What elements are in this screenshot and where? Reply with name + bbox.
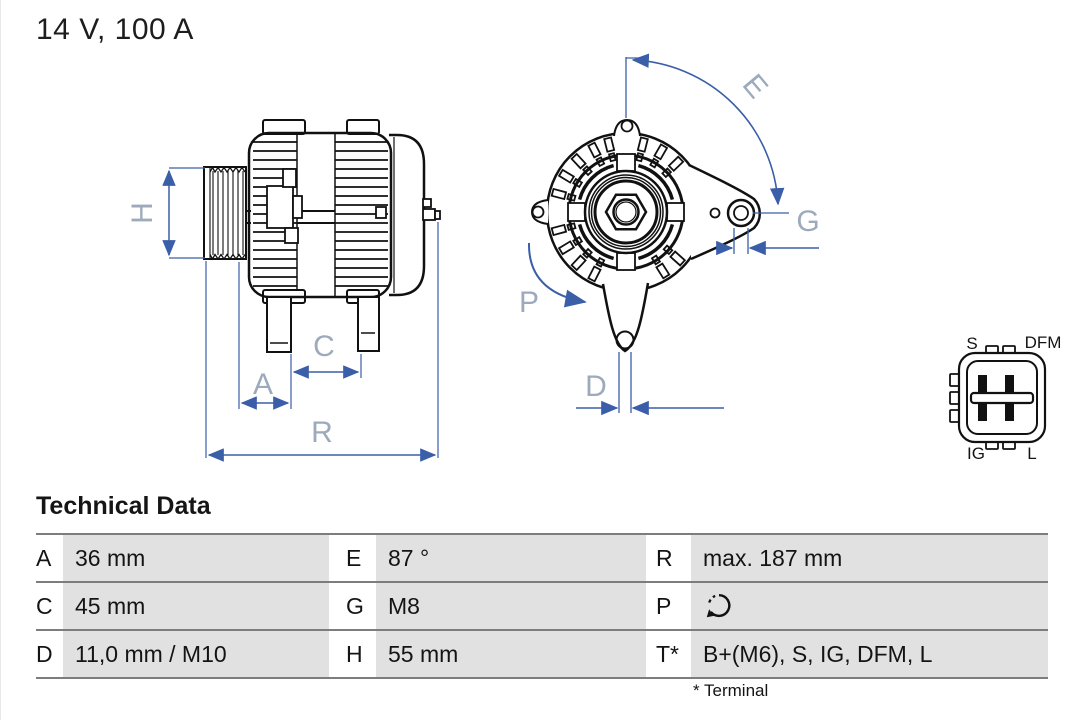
dim-label-G: G bbox=[796, 205, 819, 238]
cooling-fins-rear bbox=[335, 141, 388, 287]
dim-value-g: M8 bbox=[376, 583, 646, 629]
dim-A bbox=[238, 262, 292, 410]
shaft-stud bbox=[375, 206, 387, 219]
alternator-front-view bbox=[530, 118, 761, 353]
dim-value-a: 36 mm bbox=[63, 535, 329, 581]
alternator-side-view bbox=[203, 119, 441, 353]
dim-label-A: A bbox=[253, 368, 273, 401]
pulley-face-ring bbox=[583, 169, 669, 255]
dim-D bbox=[576, 352, 724, 416]
dim-value-e: 87 ° bbox=[376, 535, 646, 581]
dim-label-H: H bbox=[126, 202, 159, 224]
voltage-current-title: 14 V, 100 A bbox=[36, 13, 194, 46]
housing-outline bbox=[247, 131, 393, 299]
dim-value-r: max. 187 mm bbox=[691, 535, 1048, 581]
dim-key-g: G bbox=[329, 583, 376, 629]
dim-C bbox=[292, 354, 362, 379]
table-row: C 45 mm G M8 P bbox=[36, 581, 1048, 629]
dim-value-d: 11,0 mm / M10 bbox=[63, 631, 329, 677]
dim-P-rotation-arc bbox=[527, 242, 587, 308]
dim-key-t: T* bbox=[646, 631, 691, 677]
bottom-lug-hole bbox=[615, 330, 635, 350]
terminal-footnote: * Terminal bbox=[693, 681, 769, 700]
dim-label-C: C bbox=[313, 330, 335, 363]
dim-E bbox=[625, 53, 789, 214]
lug-hole-marks bbox=[270, 332, 375, 344]
dim-label-E: E bbox=[736, 68, 774, 105]
dim-R bbox=[205, 222, 439, 462]
front-view-dimensions bbox=[527, 53, 819, 416]
dim-key-h: H bbox=[329, 631, 376, 677]
dim-value-t: B+(M6), S, IG, DFM, L bbox=[691, 631, 1048, 677]
shaft-lines bbox=[246, 210, 335, 224]
shaft-nut bbox=[604, 193, 648, 231]
technical-data-table: A 36 mm E 87 ° R max. 187 mm C 45 mm G M… bbox=[36, 533, 1048, 679]
pin-label-s: S bbox=[966, 334, 977, 353]
side-view-dimensions bbox=[162, 167, 439, 462]
connector-key-slot bbox=[969, 391, 1035, 405]
table-row: A 36 mm E 87 ° R max. 187 mm bbox=[36, 533, 1048, 581]
terminal-studs bbox=[422, 198, 441, 221]
pin-label-l: L bbox=[1027, 444, 1036, 463]
dim-label-R: R bbox=[311, 416, 333, 449]
dim-H bbox=[162, 167, 205, 259]
pulley bbox=[203, 166, 247, 261]
dim-key-p: P bbox=[646, 583, 691, 629]
table-row: D 11,0 mm / M10 H 55 mm T* B+(M6), S, IG… bbox=[36, 629, 1048, 679]
dim-key-d: D bbox=[36, 631, 63, 677]
bridge-tabs bbox=[567, 153, 685, 271]
ear-small-hole bbox=[709, 207, 721, 219]
dim-key-r: R bbox=[646, 535, 691, 581]
connector-pinout bbox=[949, 345, 1047, 450]
dim-value-h: 55 mm bbox=[376, 631, 646, 677]
dim-G bbox=[716, 228, 819, 256]
connector-body-inner bbox=[966, 360, 1038, 435]
dim-label-P: P bbox=[519, 286, 539, 319]
dim-value-c: 45 mm bbox=[63, 583, 329, 629]
dim-key-a: A bbox=[36, 535, 63, 581]
bottom-lug bbox=[601, 282, 650, 353]
pin-label-ig: IG bbox=[967, 444, 985, 463]
dim-key-c: C bbox=[36, 583, 63, 629]
ear-hole-inner bbox=[733, 205, 749, 221]
pin-label-dfm: DFM bbox=[1025, 333, 1062, 352]
mounting-boss bbox=[266, 168, 303, 244]
dim-value-p bbox=[691, 583, 1048, 629]
dim-label-D: D bbox=[585, 370, 607, 403]
dim-key-e: E bbox=[329, 535, 376, 581]
left-lug-hole bbox=[531, 205, 545, 219]
technical-data-heading: Technical Data bbox=[36, 492, 211, 520]
rotation-direction-icon bbox=[706, 593, 731, 618]
technical-drawing: H A C R bbox=[126, 53, 1062, 463]
